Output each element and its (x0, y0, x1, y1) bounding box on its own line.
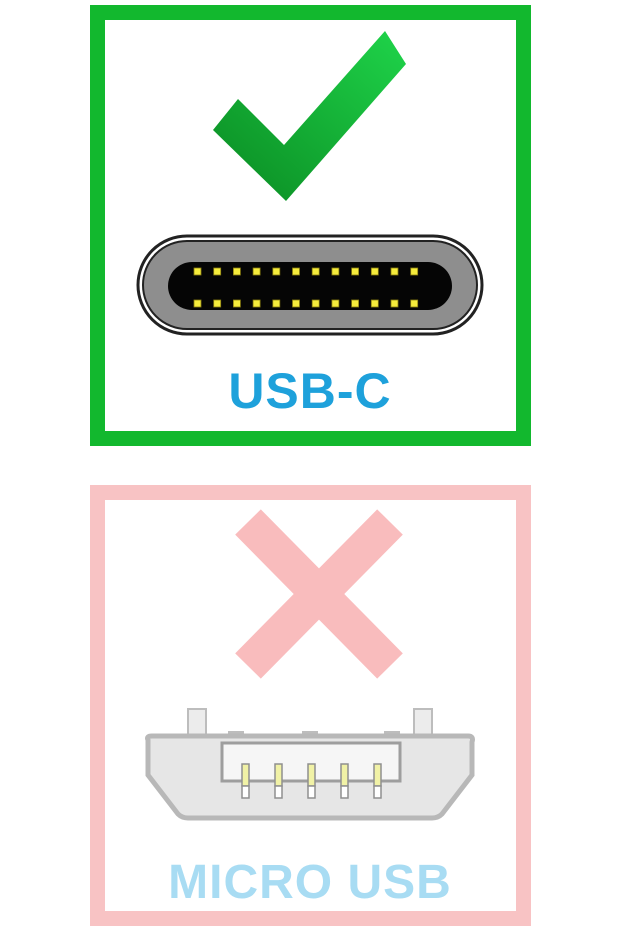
usb-c-port-icon (136, 234, 484, 336)
usb-c-pin (193, 299, 202, 308)
usb-c-pin (351, 267, 360, 276)
usb-c-pin (331, 299, 340, 308)
usb-c-pin (193, 267, 202, 276)
usb-c-panel (90, 5, 531, 446)
usb-c-pin (410, 299, 419, 308)
micro-usb-port-icon (145, 708, 475, 821)
usb-c-pin (311, 299, 320, 308)
usb-c-pin (351, 299, 360, 308)
usb-c-label: USB-C (228, 363, 392, 419)
usb-c-pin (390, 299, 399, 308)
micro-usb-label: MICRO USB (168, 856, 452, 909)
usb-c-pin (272, 299, 281, 308)
cross-icon (235, 509, 403, 679)
micro-usb-panel (90, 485, 531, 926)
usb-c-pin (213, 267, 222, 276)
usb-c-pin (311, 267, 320, 276)
usb-c-pin (292, 299, 300, 308)
usb-c-pin (252, 299, 261, 308)
checkmark-icon (213, 31, 406, 201)
usb-c-pin (232, 299, 241, 308)
usb-c-pin (331, 267, 340, 276)
usb-c-pin (370, 299, 379, 308)
usb-c-pin (370, 267, 379, 276)
usb-c-pin (272, 267, 281, 276)
usb-c-pin (232, 267, 241, 276)
usb-c-pin (213, 299, 222, 308)
usb-c-pin (292, 267, 300, 276)
usb-c-pin (410, 267, 419, 276)
usb-c-pin (252, 267, 261, 276)
usb-c-pin (390, 267, 399, 276)
